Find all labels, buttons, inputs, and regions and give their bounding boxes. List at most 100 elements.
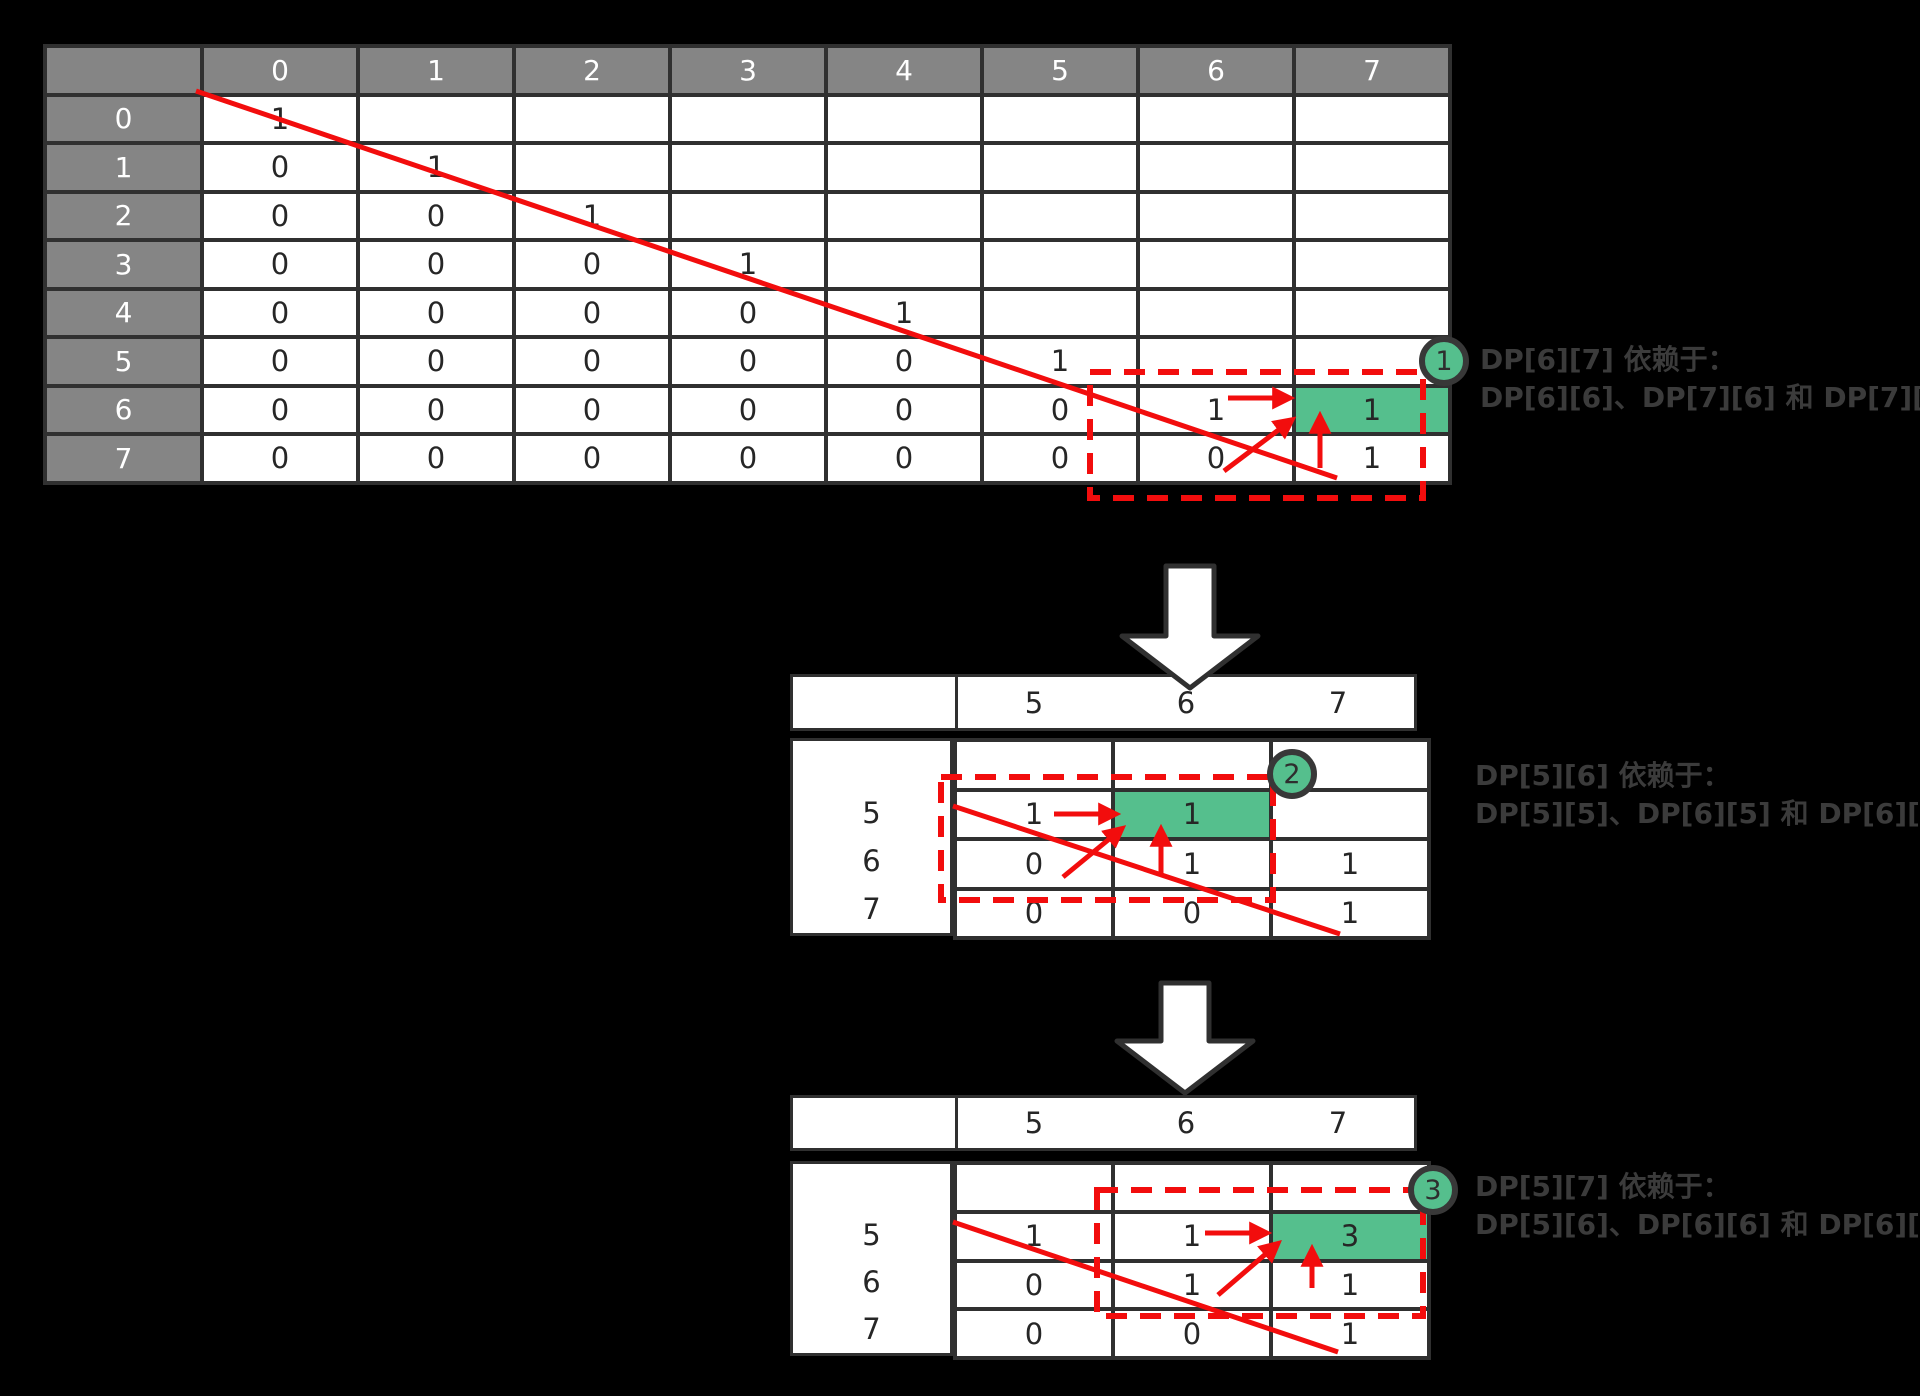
- dp-cell-4-6: [1136, 286, 1296, 339]
- dp-cell-4-4: 1: [824, 286, 984, 339]
- dp-cell-4-1: 0: [356, 286, 516, 339]
- dp-cell-0-3: [668, 92, 828, 145]
- dp-cell-1-7: [1292, 141, 1452, 194]
- annotation-step3-line2: DP[5][6]、DP[6][6] 和 DP[6][7]: [1475, 1208, 1920, 1241]
- annotation-step2-line2: DP[5][5]、DP[6][5] 和 DP[6][6]: [1475, 797, 1920, 830]
- step2-cell-3-0: 0: [953, 886, 1115, 940]
- step2-cell-2-0: 0: [953, 837, 1115, 891]
- annotation-step2: DP[5][6] 依赖于： DP[5][5]、DP[6][5] 和 DP[6][…: [1475, 757, 1920, 833]
- step3-cell-0-2: [1269, 1161, 1431, 1214]
- dp-cell-7-6: 0: [1136, 432, 1296, 485]
- step3-cell-0-0: [953, 1161, 1115, 1214]
- step3-cell-2-2: 1: [1269, 1258, 1431, 1312]
- down-arrow-icon-1: [1119, 563, 1261, 691]
- step2-cell-0-1: [1111, 738, 1273, 792]
- row-header-7: 7: [43, 432, 204, 485]
- dp-cell-1-2: [512, 141, 672, 194]
- dp-cell-2-0: 0: [200, 189, 360, 242]
- dp-cell-0-0: 1: [200, 92, 360, 145]
- dp-cell-1-1: 1: [356, 141, 516, 194]
- column-header-5: 5: [1024, 685, 1044, 720]
- dp-cell-1-0: 0: [200, 141, 360, 194]
- dp-cell-5-1: 0: [356, 335, 516, 388]
- row-header-3: 3: [43, 238, 204, 291]
- step2-cell-2-1: 1: [1111, 837, 1273, 891]
- annotation-step1-line1: DP[6][7] 依赖于：: [1480, 343, 1736, 376]
- dp-cell-3-5: [980, 238, 1140, 291]
- dp-cell-1-6: [1136, 141, 1296, 194]
- annotation-step2-line1: DP[5][6] 依赖于：: [1475, 759, 1731, 792]
- step-badge-1: 1: [1419, 336, 1469, 386]
- step-badge-2: 2: [1267, 749, 1317, 799]
- dp-cell-3-7: [1292, 238, 1452, 291]
- row-header-2: 2: [43, 189, 204, 242]
- corner-cell: [43, 44, 204, 97]
- dp-cell-5-5: 1: [980, 335, 1140, 388]
- column-header-6: 6: [1176, 685, 1196, 720]
- dp-cell-7-2: 0: [512, 432, 672, 485]
- dp-cell-3-1: 0: [356, 238, 516, 291]
- dp-cell-5-6: [1136, 335, 1296, 388]
- step-badge-3: 3: [1408, 1165, 1458, 1215]
- row-header-4: 4: [43, 286, 204, 339]
- row-header-7: 7: [862, 892, 881, 926]
- row-header-6: 6: [862, 1265, 881, 1300]
- dp-cell-6-2: 0: [512, 383, 672, 436]
- step2-cell-2-2: 1: [1269, 837, 1431, 891]
- highlighted-cell-step3: 3: [1269, 1209, 1431, 1263]
- dp-cell-6-0: 0: [200, 383, 360, 436]
- dp-cell-6-6: 1: [1136, 383, 1296, 436]
- annotation-step3: DP[5][7] 依赖于： DP[5][6]、DP[6][6] 和 DP[6][…: [1475, 1168, 1920, 1244]
- dp-cell-4-7: [1292, 286, 1452, 339]
- dp-table-step3-row-headers: 5 6 7: [790, 1161, 953, 1356]
- column-header-7: 7: [1292, 44, 1452, 97]
- column-header-3: 3: [668, 44, 828, 97]
- column-header-0: 0: [200, 44, 360, 97]
- row-header-empty: [793, 1164, 950, 1211]
- dp-cell-3-4: [824, 238, 984, 291]
- annotation-step1-line2: DP[6][6]、DP[7][6] 和 DP[7][7]: [1480, 381, 1920, 414]
- dp-cell-7-1: 0: [356, 432, 516, 485]
- dp-cell-7-5: 0: [980, 432, 1140, 485]
- step3-cell-3-0: 0: [953, 1307, 1115, 1360]
- dp-cell-2-3: [668, 189, 828, 242]
- row-header-7: 7: [862, 1312, 881, 1347]
- step3-cell-2-1: 1: [1111, 1258, 1273, 1312]
- highlighted-cell-step2: 1: [1111, 787, 1273, 841]
- step-badge-2-number: 2: [1283, 758, 1301, 790]
- column-header-7: 7: [1328, 1106, 1348, 1140]
- dp-cell-3-0: 0: [200, 238, 360, 291]
- column-header-7: 7: [1328, 685, 1348, 720]
- dp-cell-6-5: 0: [980, 383, 1140, 436]
- header-spacer: [793, 1098, 958, 1148]
- step3-cell-3-2: 1: [1269, 1307, 1431, 1360]
- dp-cell-2-5: [980, 189, 1140, 242]
- header-spacer: [793, 677, 958, 728]
- step3-cell-1-0: 1: [953, 1209, 1115, 1263]
- row-header-6: 6: [862, 844, 881, 878]
- dp-cell-7-0: 0: [200, 432, 360, 485]
- step3-cell-3-1: 0: [1111, 1307, 1273, 1360]
- dp-cell-0-6: [1136, 92, 1296, 145]
- dp-cell-4-3: 0: [668, 286, 828, 339]
- step2-cell-0-0: [953, 738, 1115, 792]
- dp-cell-2-6: [1136, 189, 1296, 242]
- row-header-6: 6: [43, 383, 204, 436]
- step3-cell-0-1: [1111, 1161, 1273, 1214]
- column-header-5: 5: [980, 44, 1140, 97]
- row-header-5: 5: [862, 1217, 881, 1252]
- dp-cell-0-1: [356, 92, 516, 145]
- annotation-step3-line1: DP[5][7] 依赖于：: [1475, 1170, 1731, 1203]
- dp-cell-5-0: 0: [200, 335, 360, 388]
- column-header-5: 5: [1024, 1106, 1044, 1140]
- column-header-6: 6: [1136, 44, 1296, 97]
- step2-cell-1-0: 1: [953, 787, 1115, 841]
- down-arrow-icon-2: [1114, 980, 1256, 1096]
- dp-cell-2-4: [824, 189, 984, 242]
- dp-cell-1-3: [668, 141, 828, 194]
- annotation-step1: DP[6][7] 依赖于： DP[6][6]、DP[7][6] 和 DP[7][…: [1480, 341, 1920, 417]
- column-header-6: 6: [1176, 1106, 1196, 1140]
